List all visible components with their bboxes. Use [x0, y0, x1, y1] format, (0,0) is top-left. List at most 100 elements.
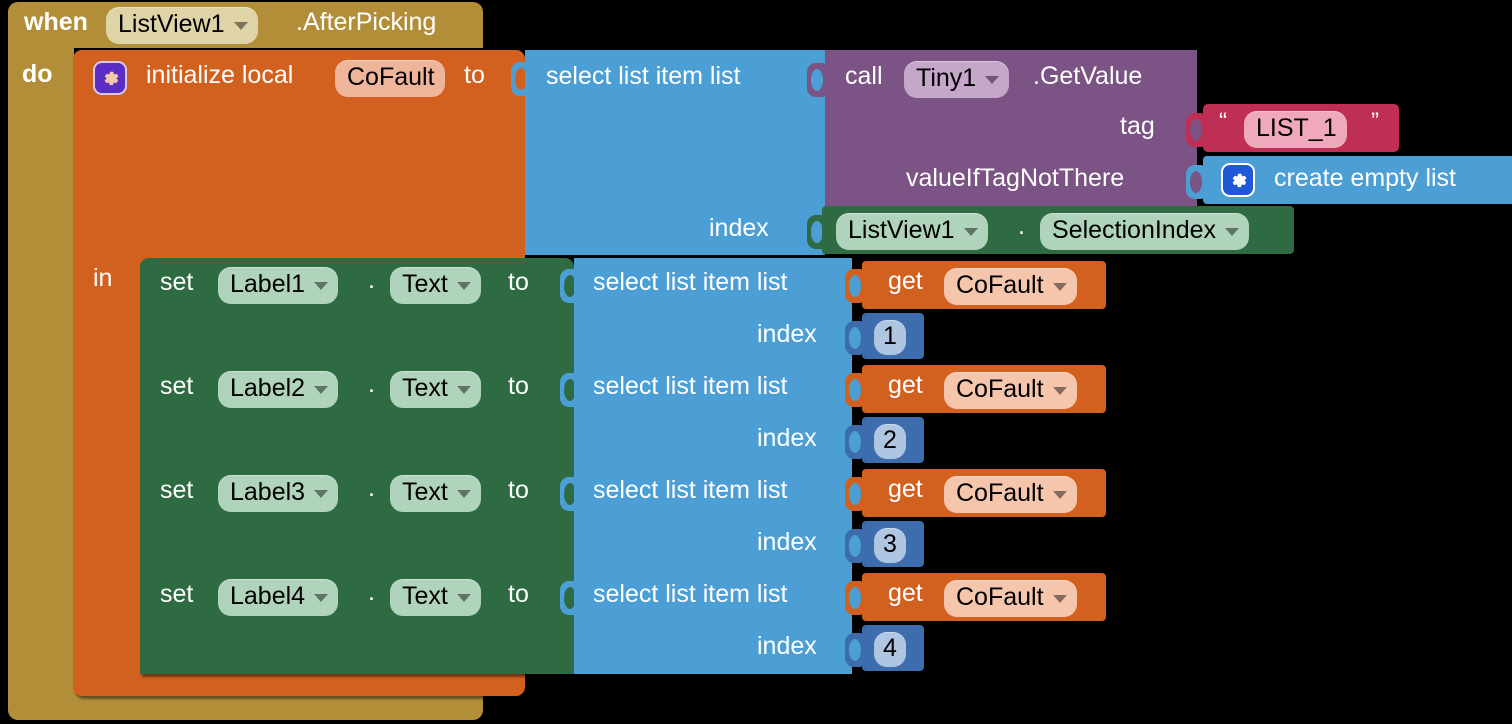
set-component-dropdown-3[interactable]: Label4 [218, 579, 339, 616]
get-variable-dropdown-3[interactable]: CoFault [944, 580, 1077, 617]
call-tiny1-getvalue-block[interactable] [825, 50, 1197, 206]
local-var-to-label: to [464, 61, 485, 89]
set-dot-0: . [368, 266, 375, 294]
set-property-label-3: Text [402, 582, 448, 610]
number-field-1[interactable]: 2 [874, 424, 906, 459]
socket-notch-index-2 [845, 529, 863, 563]
set-component-label-1: Label2 [230, 374, 306, 402]
set-component-dropdown-1[interactable]: Label2 [218, 371, 339, 408]
set-block-top-notch-2 [164, 466, 198, 478]
getter-component-label: ListView1 [848, 216, 955, 244]
number-field-3[interactable]: 4 [874, 632, 906, 667]
set-keyword-2: set [160, 476, 194, 504]
select-list-item-block-0[interactable] [574, 258, 852, 362]
getter-property-label: SelectionIndex [1052, 216, 1217, 244]
socket-notch-to [511, 62, 529, 96]
chevron-down-icon [1052, 282, 1067, 291]
set-to-label-3: to [508, 580, 529, 608]
set-block-2[interactable] [140, 466, 574, 570]
socket-notch-set-to-0 [560, 269, 578, 303]
local-var-top-notch [96, 50, 130, 62]
text-open-quote: “ [1219, 108, 1227, 135]
chevron-down-icon [456, 489, 471, 498]
select-list-item-title-init: select list item list [546, 62, 741, 90]
call-tag-label: tag [1120, 112, 1155, 140]
set-component-label-3: Label4 [230, 582, 306, 610]
set-dot-2: . [368, 474, 375, 502]
get-variable-dropdown-2[interactable]: CoFault [944, 476, 1077, 513]
set-property-dropdown-2[interactable]: Text [390, 475, 481, 512]
number-field-0[interactable]: 1 [874, 320, 906, 355]
select-list-item-index-label-init: index [709, 214, 769, 242]
set-block-1[interactable] [140, 362, 574, 466]
select-list-item-block-3[interactable] [574, 570, 852, 674]
event-keyword-when: when [24, 8, 88, 36]
set-block-top-notch-0 [164, 258, 198, 270]
gear-icon[interactable] [1221, 163, 1255, 197]
set-property-dropdown-3[interactable]: Text [390, 579, 481, 616]
get-variable-dropdown-0[interactable]: CoFault [944, 268, 1077, 305]
number-value-1: 2 [883, 426, 897, 454]
select-list-item-title-0: select list item list [593, 268, 788, 296]
socket-notch-index-0 [845, 321, 863, 355]
select-list-item-block-2[interactable] [574, 466, 852, 570]
socket-notch-set-to-1 [560, 373, 578, 407]
set-property-dropdown-0[interactable]: Text [390, 267, 481, 304]
select-list-item-title-3: select list item list [593, 580, 788, 608]
socket-notch-valueiftagnotthere [1186, 165, 1204, 199]
set-to-label-0: to [508, 268, 529, 296]
local-var-in-label: in [93, 264, 113, 292]
set-component-dropdown-2[interactable]: Label3 [218, 475, 339, 512]
set-block-3[interactable] [140, 570, 574, 674]
set-property-label-0: Text [402, 270, 448, 298]
number-field-2[interactable]: 3 [874, 528, 906, 563]
gear-icon[interactable] [93, 61, 127, 95]
socket-notch-index-init [807, 215, 825, 249]
socket-notch-set-to-3 [560, 581, 578, 615]
call-component-dropdown[interactable]: Tiny1 [904, 61, 1010, 98]
chevron-down-icon [314, 385, 329, 394]
set-keyword-0: set [160, 268, 194, 296]
call-method-label: .GetValue [1033, 62, 1143, 90]
get-keyword-0: get [888, 267, 923, 295]
socket-notch-set-to-2 [560, 477, 578, 511]
event-name-label: .AfterPicking [296, 8, 437, 36]
local-var-name: CoFault [347, 63, 435, 91]
chevron-down-icon [1052, 594, 1067, 603]
number-value-3: 4 [883, 634, 897, 662]
select-list-item-block-1[interactable] [574, 362, 852, 466]
select-list-item-index-label-1: index [757, 424, 817, 452]
select-list-item-index-label-0: index [757, 320, 817, 348]
select-list-item-title-2: select list item list [593, 476, 788, 504]
select-list-item-index-label-3: index [757, 632, 817, 660]
getter-component-dropdown[interactable]: ListView1 [836, 213, 988, 250]
socket-notch-index-1 [845, 425, 863, 459]
event-do-label: do [22, 60, 53, 88]
event-component-dropdown[interactable]: ListView1 [106, 7, 258, 44]
call-valueiftagnotthere-label: valueIfTagNotThere [906, 164, 1125, 192]
event-component-label: ListView1 [118, 10, 225, 38]
text-close-quote: ” [1371, 108, 1379, 135]
text-string-value: LIST_1 [1256, 114, 1337, 142]
socket-notch-list-0 [845, 269, 863, 303]
local-var-keyword: initialize local [146, 61, 294, 89]
text-string-field[interactable]: LIST_1 [1244, 111, 1347, 148]
set-component-dropdown-0[interactable]: Label1 [218, 267, 339, 304]
set-block-top-notch-1 [164, 362, 198, 374]
get-variable-label-2: CoFault [956, 479, 1044, 507]
set-to-label-2: to [508, 476, 529, 504]
chevron-down-icon [1225, 227, 1240, 236]
local-var-name-field[interactable]: CoFault [335, 60, 445, 97]
call-component-label: Tiny1 [916, 64, 977, 92]
number-value-2: 3 [883, 530, 897, 558]
get-keyword-2: get [888, 475, 923, 503]
socket-notch-index-3 [845, 633, 863, 667]
chevron-down-icon [1052, 386, 1067, 395]
getter-property-dropdown[interactable]: SelectionIndex [1040, 213, 1250, 250]
chevron-down-icon [314, 281, 329, 290]
select-list-item-block-init[interactable] [525, 50, 825, 255]
set-block-0[interactable] [140, 258, 574, 362]
set-property-dropdown-1[interactable]: Text [390, 371, 481, 408]
get-variable-dropdown-1[interactable]: CoFault [944, 372, 1077, 409]
